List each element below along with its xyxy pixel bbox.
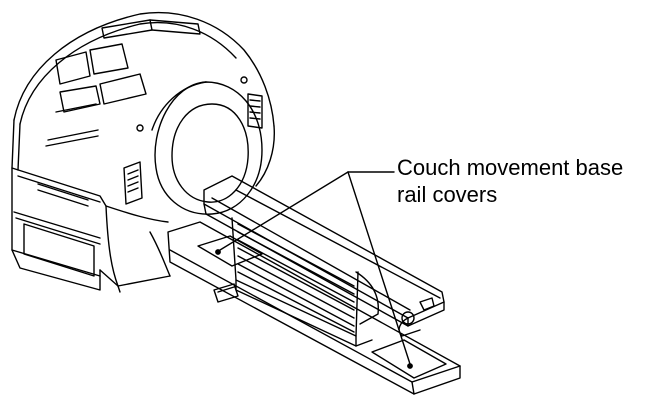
leader-to-right-cover: [347, 171, 411, 365]
callout-leaders: [219, 171, 411, 365]
callout-label-line-1: Couch movement base: [397, 155, 624, 180]
gantry: [11, 11, 276, 293]
callout-label-line-2: rail covers: [397, 182, 498, 207]
rail-cover-dot-left: [215, 249, 221, 255]
patient-couch: [203, 175, 445, 347]
base-platform: [167, 221, 461, 395]
leader-to-left-cover: [219, 171, 349, 251]
